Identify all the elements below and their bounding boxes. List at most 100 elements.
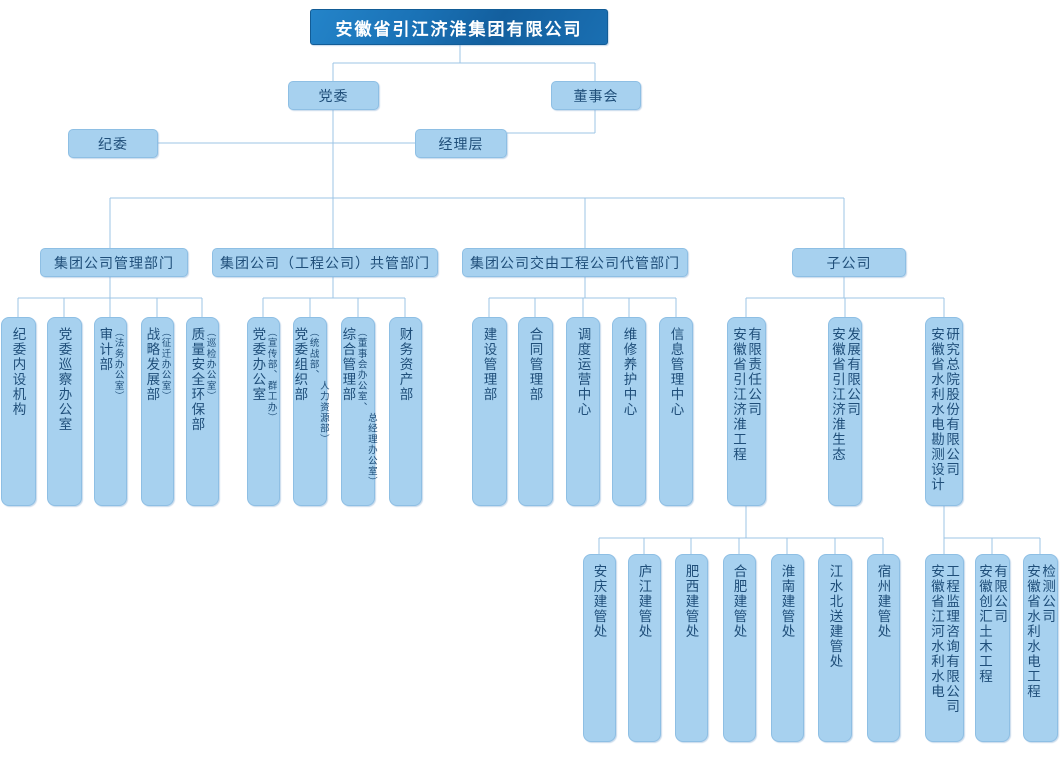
group-header-subsidiaries: 子公司 — [792, 248, 906, 277]
vertical-label-line: 信息管理中心 — [668, 327, 684, 417]
dept-jiwei-internal-org: 纪委内设机构 — [0, 317, 36, 506]
vertical-label-line: 安徽省水利水电工程 — [1025, 564, 1040, 699]
subsidiary-survey-design-institute: 安徽省水利水电勘测设计研究总院股份有限公司 — [925, 317, 963, 506]
vertical-label: 安徽创汇土木工程有限公司 — [977, 564, 1007, 684]
company-root: 安徽省引江济淮集团有限公司 — [310, 9, 608, 45]
dept-dispatch-operations-center: 调度运营中心 — [566, 317, 600, 506]
vertical-label-line: 宿州建管处 — [875, 564, 891, 639]
vertical-label-line: 发展有限公司 — [845, 327, 861, 417]
vertical-label-line: 党委办公室 — [250, 327, 266, 402]
vertical-label-line: 综合管理部 — [340, 327, 356, 402]
vertical-label: 肥西建管处 — [683, 564, 699, 639]
vertical-label: 调度运营中心 — [575, 327, 591, 417]
node-board-of-directors: 董事会 — [551, 81, 641, 110]
company-jianghe-supervision-consulting: 安徽省江河水利水电工程监理咨询有限公司 — [924, 554, 964, 742]
vertical-label-line: 建设管理部 — [481, 327, 497, 402]
dept-construction-management: 建设管理部 — [471, 317, 507, 506]
vertical-label-line: 有限责任公司 — [746, 327, 762, 417]
vertical-label: 财务资产部 — [397, 327, 413, 402]
branch-jiangshuibeisong: 江水北送建管处 — [818, 554, 852, 742]
node-management-team: 经理层 — [415, 129, 507, 158]
vertical-label-line: 党委组织部 — [292, 327, 308, 402]
vertical-label: 合同管理部 — [527, 327, 543, 402]
group-header-management-depts: 集团公司管理部门 — [40, 248, 188, 277]
vertical-label: 合肥建管处 — [731, 564, 747, 639]
vertical-label-line: 总经理办公室） — [365, 327, 377, 488]
vertical-label: 战略发展部（征迁办公室） — [144, 327, 171, 402]
vertical-label-line: 安徽省引江济淮工程 — [731, 327, 746, 462]
branch-lujiang: 庐江建管处 — [627, 554, 661, 742]
vertical-label-line: （董事会办公室、 — [355, 327, 367, 413]
vertical-label: 安徽省水利水电勘测设计研究总院股份有限公司 — [929, 327, 959, 492]
vertical-label: 安徽省引江济淮工程有限责任公司 — [731, 327, 761, 462]
vertical-label-line: 党委巡察办公室 — [56, 327, 72, 432]
vertical-label: 信息管理中心 — [668, 327, 684, 417]
dept-maintenance-center: 维修养护中心 — [612, 317, 646, 506]
vertical-label: 建设管理部 — [481, 327, 497, 402]
dept-strategic-development: 战略发展部（征迁办公室） — [140, 317, 174, 506]
vertical-label: 维修养护中心 — [621, 327, 637, 417]
vertical-label-line: 质量安全环保部 — [189, 327, 205, 432]
vertical-label: 纪委内设机构 — [10, 327, 26, 417]
vertical-label-line: 工程监理咨询有限公司 — [944, 564, 960, 714]
vertical-label-line: 人力资源部） — [317, 327, 329, 445]
vertical-label-line: （法务办公室） — [112, 327, 124, 402]
vertical-label-line: （巡检办公室） — [204, 327, 216, 402]
vertical-label-line: 调度运营中心 — [575, 327, 591, 417]
subsidiary-yjjh-engineering-co: 安徽省引江济淮工程有限责任公司 — [726, 317, 766, 506]
vertical-label: 庐江建管处 — [636, 564, 652, 639]
vertical-label-line: 庐江建管处 — [636, 564, 652, 639]
node-party-committee: 党委 — [288, 81, 379, 110]
dept-party-inspection-office: 党委巡察办公室 — [46, 317, 82, 506]
dept-information-center: 信息管理中心 — [659, 317, 693, 506]
vertical-label-line: 江水北送建管处 — [827, 564, 843, 669]
dept-contract-management: 合同管理部 — [517, 317, 553, 506]
vertical-label-line: 纪委内设机构 — [10, 327, 26, 417]
vertical-label: 党委巡察办公室 — [56, 327, 72, 432]
vertical-label-line: （征迁办公室） — [159, 327, 171, 402]
vertical-label-line: 研究总院股份有限公司 — [944, 327, 960, 477]
dept-party-organization: 党委组织部（统战部、 人力资源部） — [292, 317, 329, 506]
vertical-label: 安庆建管处 — [591, 564, 607, 639]
vertical-label-line: 安庆建管处 — [591, 564, 607, 639]
vertical-label-line: 安徽省水利水电勘测设计 — [929, 327, 944, 492]
branch-huainan: 淮南建管处 — [770, 554, 804, 742]
vertical-label: 审计部（法务办公室） — [97, 327, 124, 402]
vertical-label: 宿州建管处 — [875, 564, 891, 639]
vertical-label-line: 合肥建管处 — [731, 564, 747, 639]
vertical-label: 江水北送建管处 — [827, 564, 843, 669]
dept-audit: 审计部（法务办公室） — [93, 317, 127, 506]
branch-hefei: 合肥建管处 — [722, 554, 756, 742]
dept-quality-safety-env: 质量安全环保部（巡检办公室） — [185, 317, 219, 506]
group-header-joint-depts: 集团公司（工程公司）共管部门 — [212, 248, 438, 277]
vertical-label-line: 财务资产部 — [397, 327, 413, 402]
vertical-label: 综合管理部（董事会办公室、 总经理办公室） — [340, 327, 377, 488]
subsidiary-yjjh-ecology-co: 安徽省引江济淮生态发展有限公司 — [828, 317, 862, 506]
dept-finance-assets: 财务资产部 — [388, 317, 422, 506]
vertical-label-line: 有限公司 — [992, 564, 1008, 624]
vertical-label: 安徽省水利水电工程检测公司 — [1025, 564, 1055, 699]
vertical-label-line: 安徽创汇土木工程 — [977, 564, 992, 684]
company-chuanghui-civil-engineering: 安徽创汇土木工程有限公司 — [974, 554, 1010, 742]
company-water-testing: 安徽省水利水电工程检测公司 — [1022, 554, 1058, 742]
branch-feixi: 肥西建管处 — [674, 554, 708, 742]
vertical-label: 党委组织部（统战部、 人力资源部） — [292, 327, 329, 445]
vertical-label-line: 审计部 — [97, 327, 113, 372]
vertical-label-line: 肥西建管处 — [683, 564, 699, 639]
node-discipline-committee: 纪委 — [68, 129, 158, 158]
dept-general-administration: 综合管理部（董事会办公室、 总经理办公室） — [340, 317, 377, 506]
dept-party-committee-office: 党委办公室（宣传部、群工办） — [246, 317, 280, 506]
vertical-label-line: 检测公司 — [1040, 564, 1056, 624]
branch-suzhou: 宿州建管处 — [866, 554, 900, 742]
vertical-label-line: 合同管理部 — [527, 327, 543, 402]
vertical-label-line: （宣传部、群工办） — [265, 327, 277, 424]
vertical-label-line: 维修养护中心 — [621, 327, 637, 417]
vertical-label: 安徽省江河水利水电工程监理咨询有限公司 — [929, 564, 959, 714]
vertical-label-line: 安徽省引江济淮生态 — [830, 327, 845, 462]
vertical-label-line: 战略发展部 — [144, 327, 160, 402]
vertical-label: 淮南建管处 — [779, 564, 795, 639]
vertical-label: 党委办公室（宣传部、群工办） — [250, 327, 277, 424]
group-header-delegated-depts: 集团公司交由工程公司代管部门 — [462, 248, 688, 277]
vertical-label-line: 安徽省江河水利水电 — [929, 564, 944, 699]
